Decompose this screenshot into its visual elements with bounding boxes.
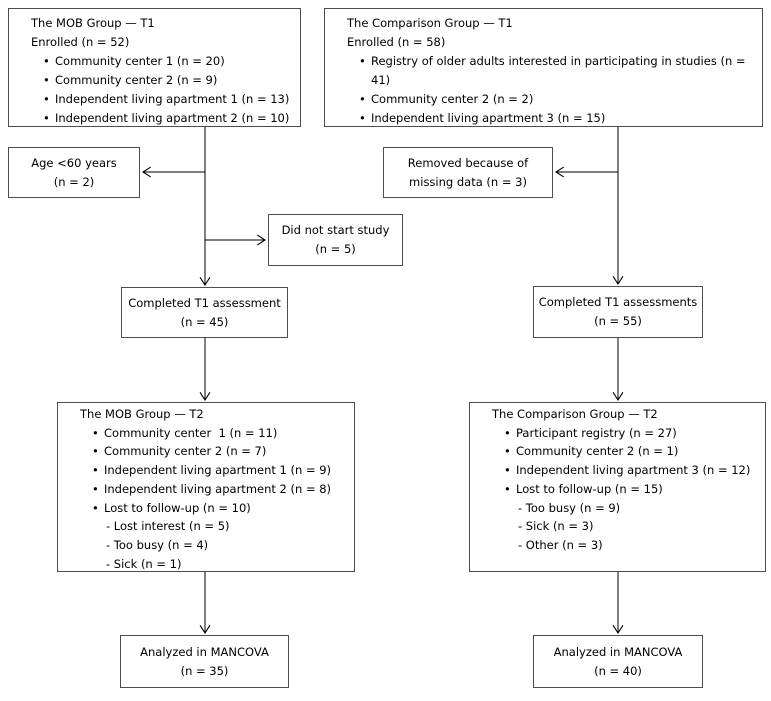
sub-list-item: - Other (n = 3) [518,537,603,552]
bullet-icon: • [92,463,99,478]
box-did-not-start: Did not start study (n = 5) [268,214,403,266]
exclusion-count: missing data (n = 3) [409,174,527,189]
list-item: • Community center 1 (n = 11) [80,424,350,443]
list-item: • Independent living apartment 2 (n = 8) [80,480,350,499]
analysis-label: Analyzed in MANCOVA [140,644,269,659]
box-age-exclusion: Age <60 years (n = 2) [8,147,140,198]
box-mob-group-t1: The MOB Group — T1 Enrolled (n = 52) • C… [8,8,301,127]
analysis-count: (n = 40) [594,663,642,678]
sub-list-item: - Too busy (n = 4) [106,537,209,552]
list-item-label: Independent living apartment 3 (n = 12) [516,463,751,478]
sub-list-item: - Sick (n = 1) [106,556,182,571]
box-analyzed-mancova-comparison: Analyzed in MANCOVA (n = 40) [533,635,703,688]
box-comparison-group-t2: The Comparison Group — T2 • Participant … [469,402,766,572]
bullet-icon: • [92,425,99,440]
milestone-count: (n = 45) [180,314,229,329]
milestone-count: (n = 55) [594,314,642,328]
list-item-label: Participant registry (n = 27) [516,425,677,440]
bullet-icon: • [43,73,50,87]
list-item: • Community center 1 (n = 20) [31,52,296,71]
bullet-icon: • [43,54,50,68]
list-item-label: Community center 2 (n = 1) [516,444,679,459]
box-title: The MOB Group — T2 [80,407,204,421]
bullet-icon: • [359,92,366,106]
exclusion-label: Age <60 years [31,155,117,170]
box-comparison-group-t1: The Comparison Group — T1 Enrolled (n = … [324,8,763,127]
exclusion-count: (n = 5) [315,242,356,256]
list-item-label: Community center 2 (n = 2) [371,92,534,106]
list-item: • Community center 2 (n = 2) [347,90,758,109]
bullet-icon: • [359,54,366,68]
box-analyzed-mancova-mob: Analyzed in MANCOVA (n = 35) [120,635,289,688]
box-mob-group-t2: The MOB Group — T2 • Community center 1 … [57,402,355,572]
bullet-icon: • [92,444,99,459]
list-item: • Participant registry (n = 27) [492,424,761,443]
list-item: • Lost to follow-up (n = 15) [492,480,761,499]
box-title: The Comparison Group — T2 [492,407,658,421]
exclusion-label: Did not start study [281,223,390,237]
list-item-label: Independent living apartment 1 (n = 9) [104,463,332,478]
box-completed-t1-comparison: Completed T1 assessments (n = 55) [533,286,703,338]
box-title: The Comparison Group — T1 [347,16,513,30]
bullet-icon: • [43,111,50,125]
list-item-label: Community center 1 (n = 11) [104,425,278,440]
milestone-label: Completed T1 assessment [128,295,281,310]
bullet-icon: • [92,481,99,496]
bullet-icon: • [504,425,511,440]
exclusion-label: Removed because of [407,155,529,170]
list-item: • Independent living apartment 3 (n = 12… [492,461,761,480]
bullet-icon: • [92,500,99,515]
list-item-label: Lost to follow-up (n = 15) [516,481,663,496]
box-title: The MOB Group — T1 [31,16,155,30]
list-item-label: Community center 2 (n = 9) [55,73,218,87]
analysis-count: (n = 35) [180,663,229,678]
list-item-label: Registry of older adults interested in p… [371,54,750,87]
list-item: • Community center 2 (n = 7) [80,442,350,461]
list-item-label: Independent living apartment 2 (n = 8) [104,481,332,496]
sub-list-item: - Lost interest (n = 5) [106,519,230,534]
analysis-label: Analyzed in MANCOVA [553,644,683,659]
box-removed-missing-data: Removed because of missing data (n = 3) [383,147,553,198]
list-item: • Independent living apartment 1 (n = 9) [80,461,350,480]
bullet-icon: • [359,111,366,125]
bullet-icon: • [504,481,511,496]
milestone-label: Completed T1 assessments [538,295,698,309]
list-item: • Independent living apartment 1 (n = 13… [31,90,296,109]
sub-list-item: - Sick (n = 3) [518,519,594,534]
box-subtitle: Enrolled (n = 58) [347,35,446,49]
list-item: • Community center 2 (n = 1) [492,442,761,461]
list-item: • Independent living apartment 2 (n = 10… [31,109,296,126]
list-item: • Independent living apartment 3 (n = 15… [347,109,758,126]
bullet-icon: • [43,92,50,106]
list-item: • Registry of older adults interested in… [347,52,758,90]
bullet-icon: • [504,444,511,459]
list-item-label: Independent living apartment 3 (n = 15) [371,111,606,125]
bullet-icon: • [504,463,511,478]
list-item-label: Independent living apartment 2 (n = 10) [55,111,290,125]
sub-list-item: - Too busy (n = 9) [518,500,621,515]
list-item-label: Community center 1 (n = 20) [55,54,225,68]
box-subtitle: Enrolled (n = 52) [31,35,130,49]
list-item-label: Independent living apartment 1 (n = 13) [55,92,290,106]
list-item-label: Community center 2 (n = 7) [104,444,267,459]
exclusion-count: (n = 2) [53,174,95,189]
box-completed-t1-mob: Completed T1 assessment (n = 45) [121,287,288,338]
list-item: • Lost to follow-up (n = 10) [80,499,350,518]
list-item: • Community center 2 (n = 9) [31,71,296,90]
list-item-label: Lost to follow-up (n = 10) [104,500,251,515]
